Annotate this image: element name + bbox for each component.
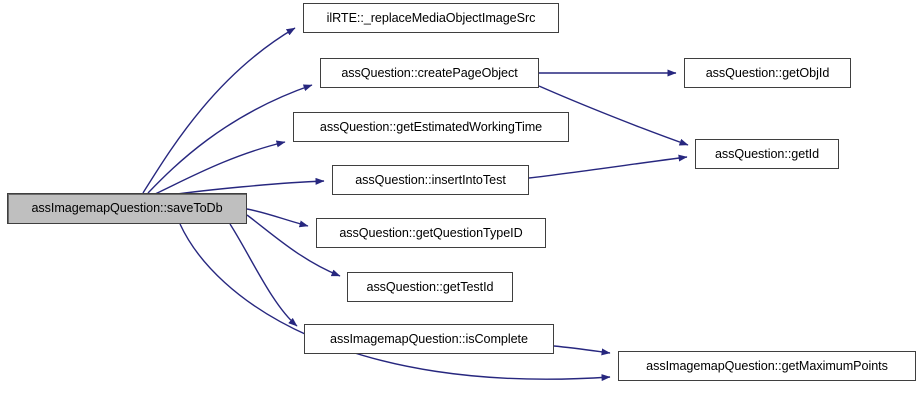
node-get-obj-id[interactable]: assQuestion::getObjId <box>684 58 851 88</box>
node-get-estimated-working-time[interactable]: assQuestion::getEstimatedWorkingTime <box>293 112 569 142</box>
edge-root-to-createPageObject <box>147 84 313 194</box>
node-get-maximum-points[interactable]: assImagemapQuestion::getMaximumPoints <box>618 351 916 381</box>
node-get-id[interactable]: assQuestion::getId <box>695 139 839 169</box>
node-label: assQuestion::getObjId <box>705 65 830 80</box>
edge-root-to-getTestId <box>246 214 341 277</box>
node-insert-into-test[interactable]: assQuestion::insertIntoTest <box>332 165 529 195</box>
node-get-test-id[interactable]: assQuestion::getTestId <box>347 272 513 302</box>
edge-root-to-isComplete <box>229 223 298 327</box>
node-label: assImagemapQuestion::isComplete <box>330 331 528 346</box>
node-label: assQuestion::getEstimatedWorkingTime <box>319 119 543 134</box>
node-label: assImagemapQuestion::saveToDb <box>31 201 223 216</box>
node-root[interactable]: assImagemapQuestion::saveToDb <box>7 193 247 224</box>
node-is-complete[interactable]: assImagemapQuestion::isComplete <box>304 324 554 354</box>
edge-createPageObject-to-getId <box>538 85 689 146</box>
node-label: ilRTE::_replaceMediaObjectImageSrc <box>326 10 536 25</box>
node-label: assQuestion::createPageObject <box>341 65 518 80</box>
edge-isComplete-to-getMaximumPoints <box>553 345 611 356</box>
edge-root-to-getQuestionTypeID <box>246 208 309 228</box>
node-create-page-object[interactable]: assQuestion::createPageObject <box>320 58 539 88</box>
edge-root-to-getEstimatedWorkingTime <box>154 140 286 195</box>
node-label: assQuestion::getId <box>714 146 820 161</box>
edge-root-to-replaceMediaObjectImageSrc <box>142 27 296 194</box>
node-get-question-type-id[interactable]: assQuestion::getQuestionTypeID <box>316 218 546 248</box>
node-label: assQuestion::getQuestionTypeID <box>339 225 523 240</box>
node-label: assQuestion::getTestId <box>366 279 494 294</box>
node-label: assImagemapQuestion::getMaximumPoints <box>646 358 888 373</box>
edge-insertIntoTest-to-getId <box>528 154 688 179</box>
node-label: assQuestion::insertIntoTest <box>355 172 506 187</box>
node-replace-media-object-image-src[interactable]: ilRTE::_replaceMediaObjectImageSrc <box>303 3 559 33</box>
